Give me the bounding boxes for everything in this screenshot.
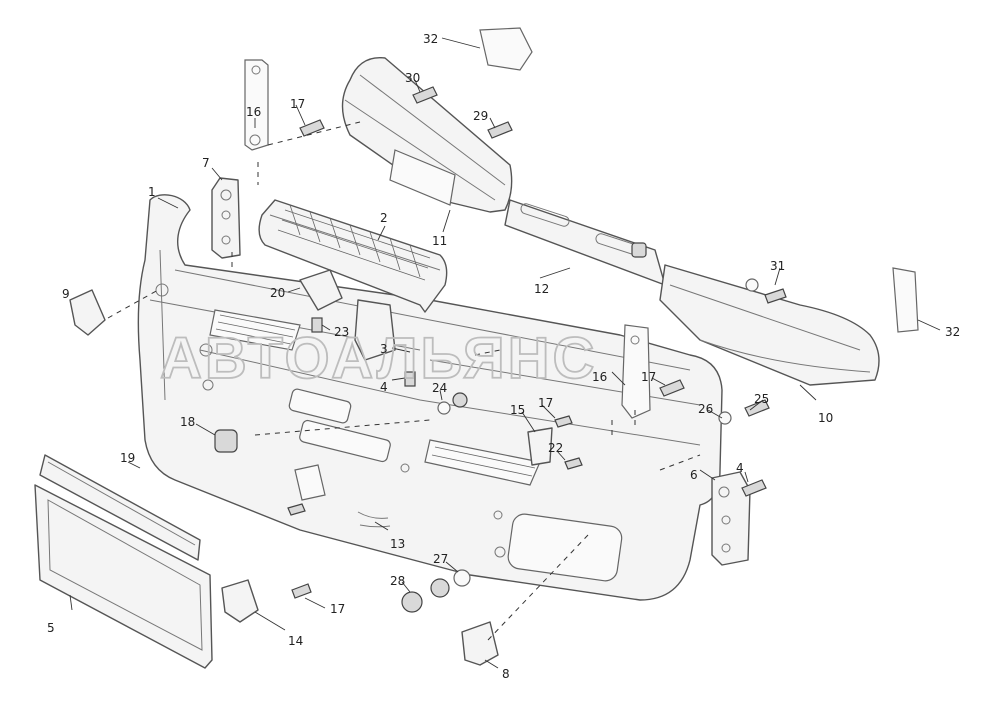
callout-4: 4 [380, 380, 388, 394]
callout-4: 4 [736, 461, 744, 475]
callout-16: 16 [592, 370, 607, 384]
callout-19: 19 [120, 451, 135, 465]
watermark-text: АВТОАЛЬЯНС [160, 326, 597, 391]
callout-17: 17 [290, 97, 305, 111]
mid-bracket [621, 324, 651, 419]
callout-24: 24 [432, 381, 447, 395]
callout-6: 6 [690, 468, 698, 482]
callout-30: 30 [405, 71, 420, 85]
callout-labels: 1 2 3 4 4 5 6 7 8 9 10 11 12 13 14 15 16… [47, 32, 960, 681]
bumper-body [137, 194, 723, 601]
callout-1: 1 [148, 185, 156, 199]
right-bracket [711, 471, 751, 566]
right-end-cap [659, 264, 880, 386]
callout-20: 20 [270, 286, 285, 300]
callout-32: 32 [945, 325, 960, 339]
callout-26: 26 [698, 402, 713, 416]
callout-2: 2 [380, 211, 388, 225]
callout-3: 3 [380, 342, 388, 356]
upper-bar [341, 56, 513, 213]
callout-31: 31 [770, 259, 785, 273]
callout-13: 13 [390, 537, 405, 551]
callout-28: 28 [390, 574, 405, 588]
callout-17: 17 [538, 396, 553, 410]
plate-frame [34, 454, 213, 669]
callout-5: 5 [47, 621, 55, 635]
callout-7: 7 [202, 156, 210, 170]
small-parts [69, 27, 919, 666]
callout-23: 23 [334, 325, 349, 339]
callout-9: 9 [62, 287, 70, 301]
callout-17: 17 [330, 602, 345, 616]
callout-22: 22 [548, 441, 563, 455]
slotted-bar [504, 199, 666, 286]
callout-25: 25 [754, 392, 769, 406]
assembly-lines [107, 121, 701, 641]
callout-29: 29 [473, 109, 488, 123]
callout-27: 27 [433, 552, 448, 566]
callout-10: 10 [818, 411, 833, 425]
callout-17: 17 [641, 370, 656, 384]
callout-14: 14 [288, 634, 303, 648]
callout-8: 8 [502, 667, 510, 681]
callout-12: 12 [534, 282, 549, 296]
callout-32: 32 [423, 32, 438, 46]
callout-18: 18 [180, 415, 195, 429]
callout-16: 16 [246, 105, 261, 119]
callout-15: 15 [510, 403, 525, 417]
step-plate [258, 199, 448, 313]
callout-11: 11 [432, 234, 447, 248]
left-bracket [211, 59, 269, 259]
leader-lines [69, 37, 941, 669]
